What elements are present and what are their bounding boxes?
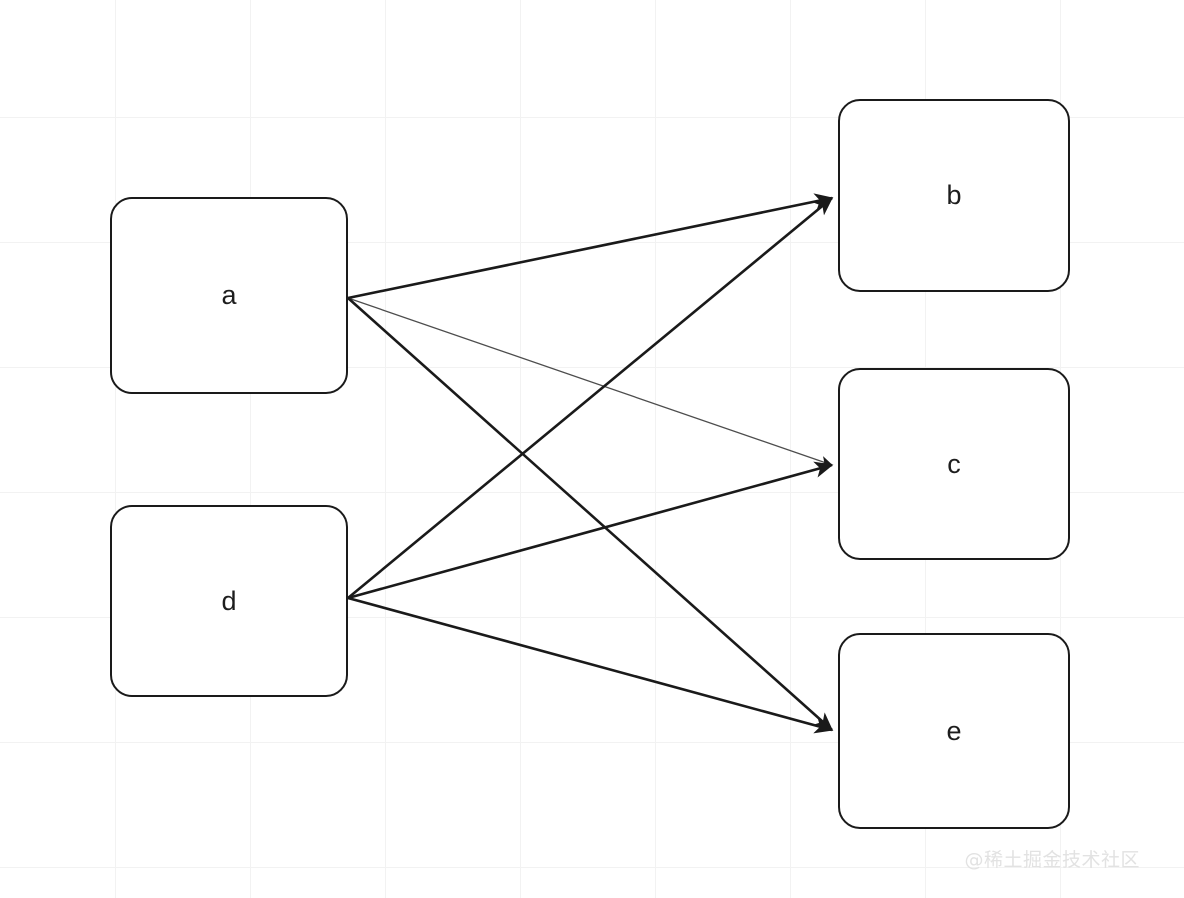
- node-c[interactable]: c: [838, 368, 1070, 560]
- node-a-label: a: [221, 280, 237, 310]
- watermark: @稀土掘金技术社区: [964, 849, 1140, 871]
- edge-d-to-b[interactable]: [347, 196, 834, 600]
- node-d[interactable]: d: [110, 505, 348, 697]
- node-e[interactable]: e: [838, 633, 1070, 829]
- node-a[interactable]: a: [110, 197, 348, 394]
- node-b[interactable]: b: [838, 99, 1070, 292]
- edge-a-to-b[interactable]: [347, 193, 834, 300]
- node-c-label: c: [947, 448, 961, 479]
- node-e-label: e: [946, 715, 962, 746]
- node-d-label: d: [221, 585, 237, 616]
- edge-d-to-c[interactable]: [347, 461, 834, 600]
- edge-a-to-e[interactable]: [347, 297, 834, 731]
- edges-group: [347, 193, 834, 734]
- node-b-label: b: [946, 180, 962, 210]
- edge-a-to-c[interactable]: [347, 297, 833, 467]
- edge-d-to-e[interactable]: [347, 596, 834, 734]
